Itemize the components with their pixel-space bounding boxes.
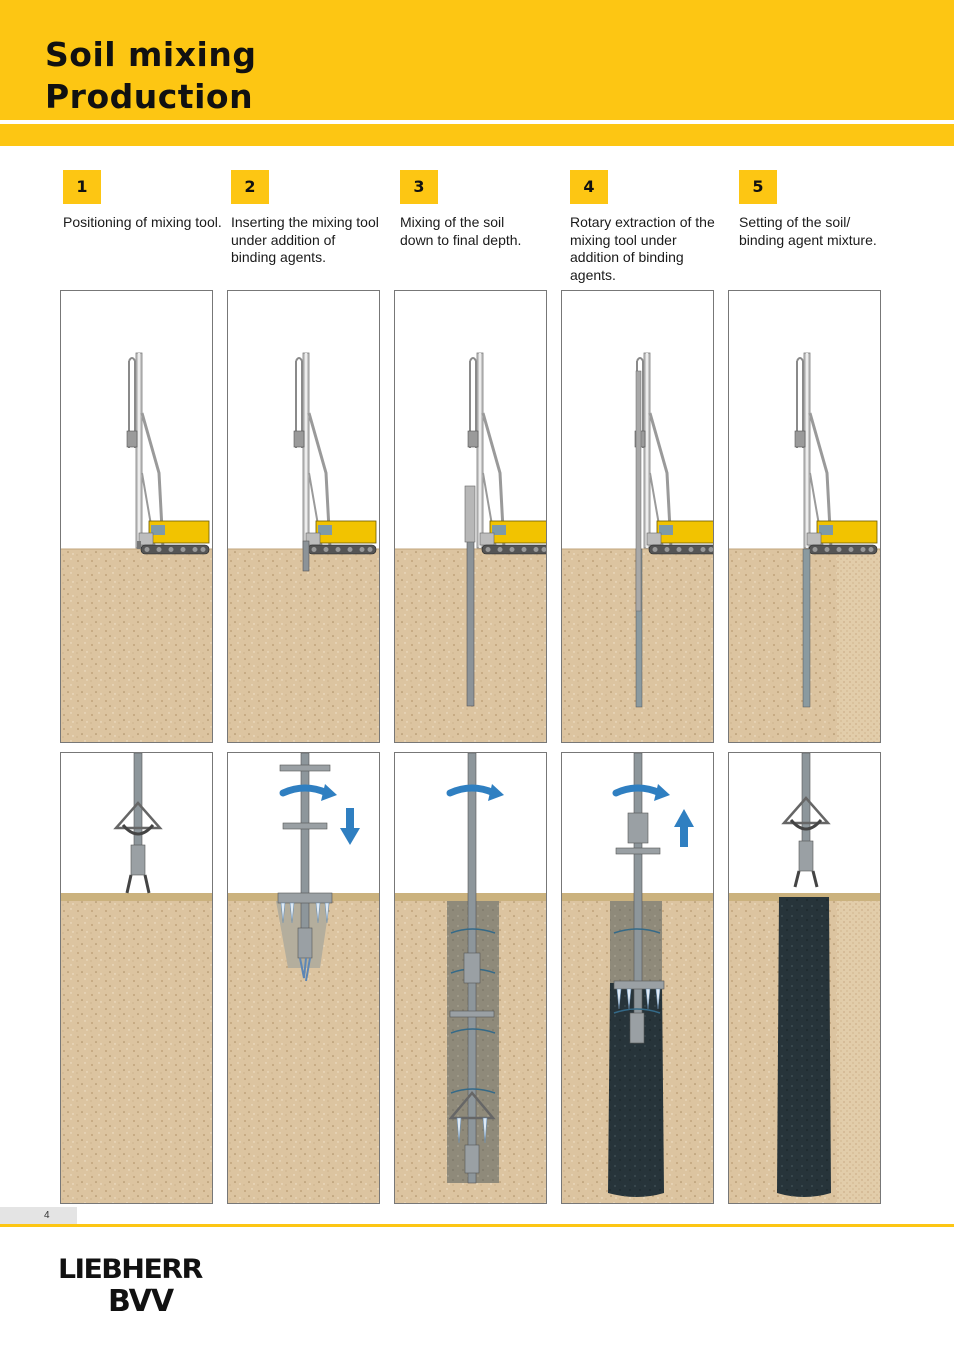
step-4-badge: 4 xyxy=(570,170,608,204)
page-title: Soil mixing Production xyxy=(45,34,256,118)
step-5-badge: 5 xyxy=(739,170,777,204)
page-title-line2: Production xyxy=(45,77,254,116)
footer-line xyxy=(0,1224,954,1227)
step-1-detail-panel xyxy=(60,752,213,1204)
step-5-caption: Setting of the soil/ binding agent mixtu… xyxy=(739,214,877,248)
header-band xyxy=(0,0,954,120)
page-number: 4 xyxy=(0,1207,77,1225)
page-title-line1: Soil mixing xyxy=(45,35,257,74)
step-1-caption: Positioning of mixing tool. xyxy=(63,214,222,230)
step-2-badge: 2 xyxy=(231,170,269,204)
step-3-badge: 3 xyxy=(400,170,438,204)
step-2-caption: Inserting the mixing tool under addition… xyxy=(231,214,379,265)
step-1-overview-panel xyxy=(60,290,213,743)
step-4-overview-panel xyxy=(561,290,714,743)
step-3-overview-panel xyxy=(394,290,547,743)
step-5-overview-panel xyxy=(728,290,881,743)
step-2-overview-panel xyxy=(227,290,380,743)
step-5-detail-panel xyxy=(728,752,881,1204)
step-4-detail-panel xyxy=(561,752,714,1204)
logo-wordmark-top: LIEBHERR xyxy=(58,1254,203,1285)
step-3-caption: Mixing of the soil down to final depth. xyxy=(400,214,522,248)
liebherr-bvv-logo: LIEBHERR BVV xyxy=(58,1254,244,1322)
step-4-caption: Rotary extraction of the mixing tool und… xyxy=(570,214,715,283)
step-3-detail-panel xyxy=(394,752,547,1204)
header-stripe xyxy=(0,124,954,146)
step-2-detail-panel xyxy=(227,752,380,1204)
step-1-badge: 1 xyxy=(63,170,101,204)
logo-wordmark-bottom: BVV xyxy=(108,1284,174,1319)
